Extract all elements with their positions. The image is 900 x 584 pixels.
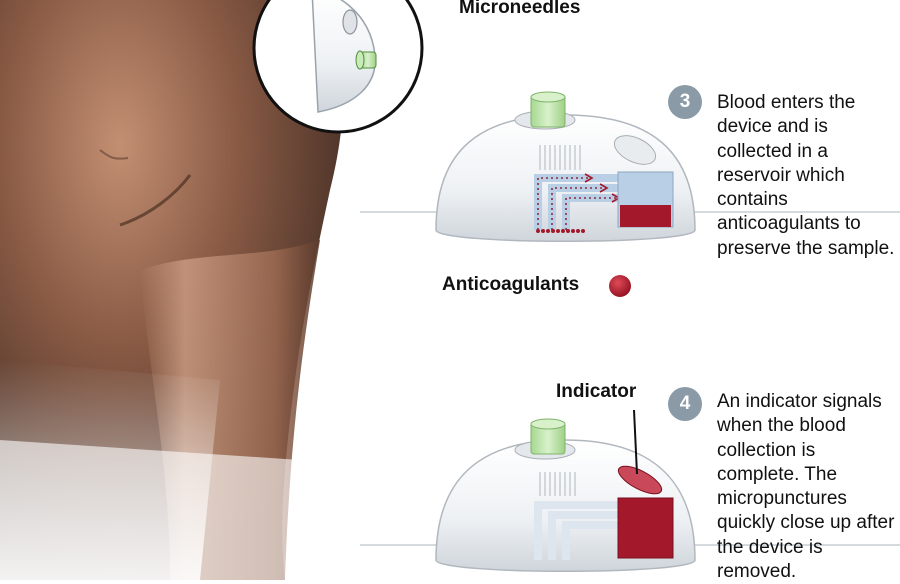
arm-illustration (0, 0, 344, 580)
anticoagulants-label: Anticoagulants (442, 274, 580, 295)
microneedles-label: Microneedles (459, 0, 581, 18)
indicator-label: Indicator (556, 381, 637, 402)
step-3-badge: 3 (668, 85, 702, 119)
anticoagulant-swatch-icon (609, 275, 631, 297)
magnified-device (252, 0, 424, 134)
device-step3 (360, 91, 900, 242)
step-3-text: Blood enters the device and is collected… (717, 92, 895, 259)
step-4-badge: 4 (668, 387, 702, 421)
step-4-text: An indicator signals when the blood coll… (717, 391, 895, 583)
device-step4 (360, 409, 900, 572)
